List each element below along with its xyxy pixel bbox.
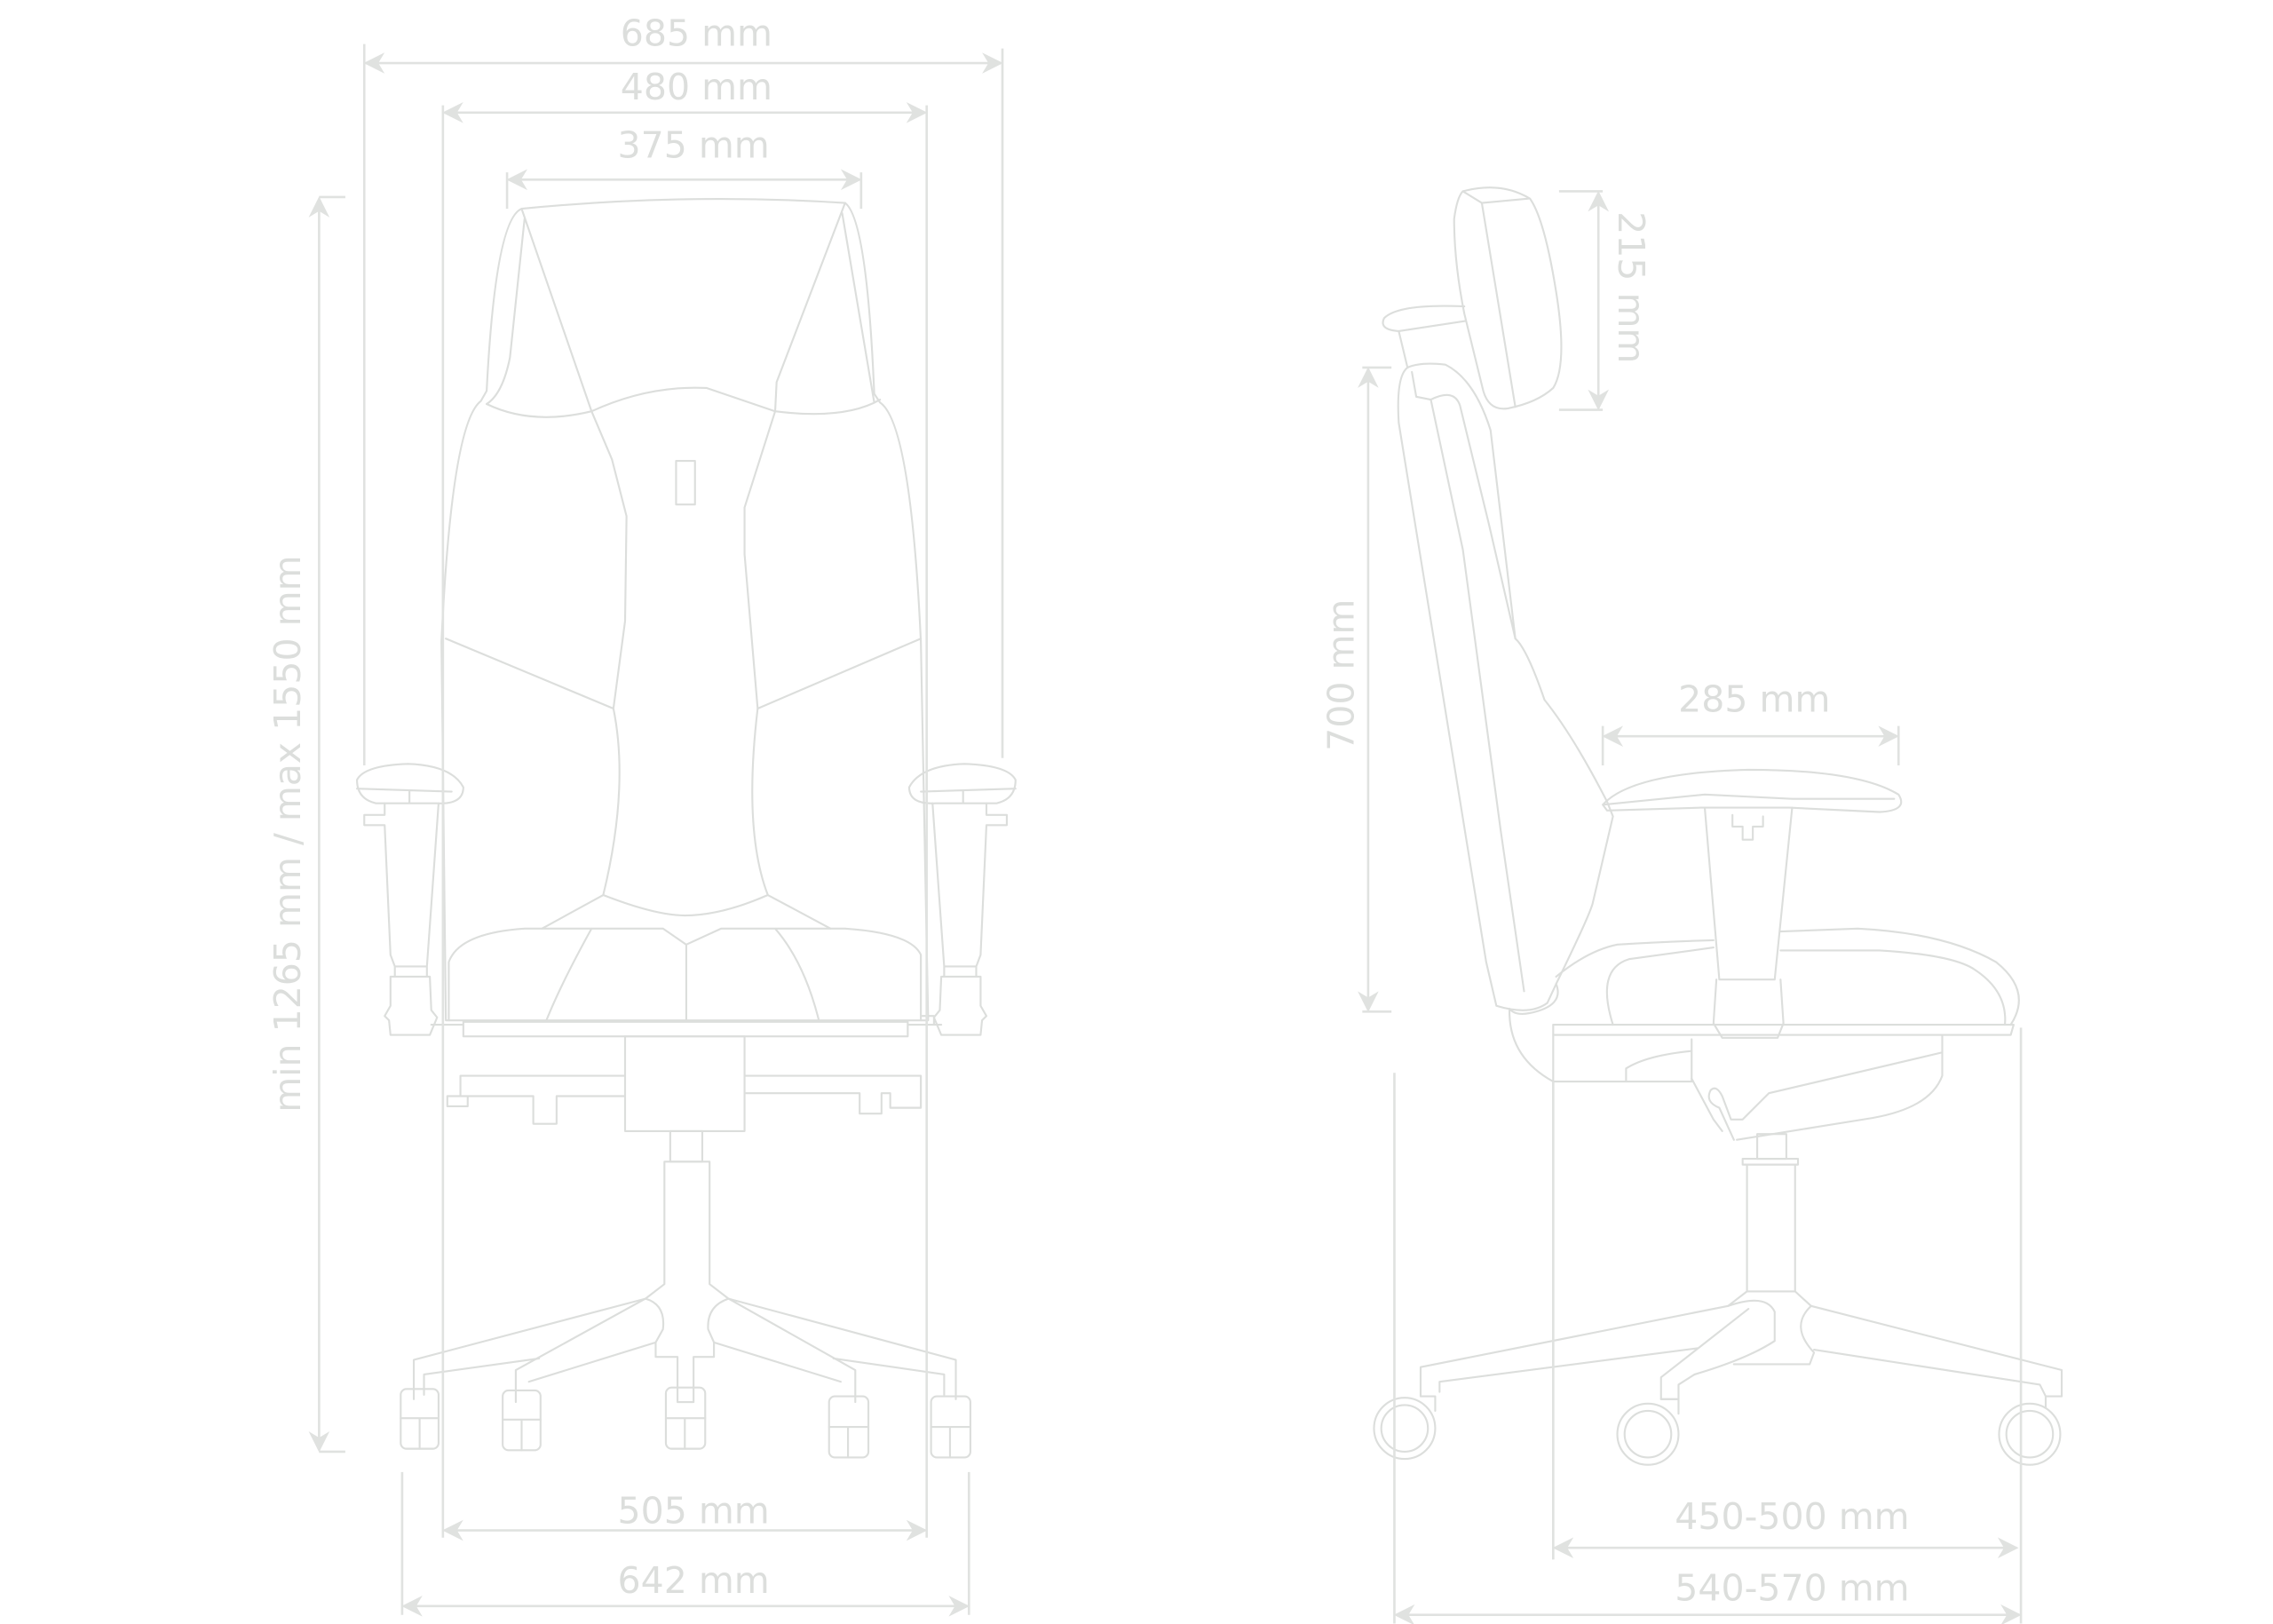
label-overall-width: 685 mm [621, 12, 772, 54]
front-dimensions: 685 mm 480 mm 375 mm min 1265 mm / max 1… [266, 12, 1004, 1617]
label-armrest-length: 285 mm [1678, 677, 1830, 720]
label-height-range: min 1265 mm / max 1550 mm [266, 555, 309, 1112]
label-base-width: 642 mm [618, 1559, 770, 1602]
label-overall-depth: 540-570 mm [1675, 1566, 1909, 1609]
side-view-chair [1373, 186, 2063, 1466]
label-seat-width: 505 mm [618, 1489, 770, 1532]
front-view-chair [355, 198, 1017, 1459]
side-dimensions: 215 mm 700 mm 285 mm 450-500 mm 540-570 … [1320, 190, 2023, 1624]
label-armrest-inner-width: 480 mm [621, 66, 772, 108]
label-backrest-width: 375 mm [618, 124, 770, 167]
label-seat-depth: 450-500 mm [1675, 1495, 1909, 1538]
label-backrest-height: 700 mm [1320, 599, 1363, 751]
label-headrest-height: 215 mm [1610, 211, 1652, 363]
